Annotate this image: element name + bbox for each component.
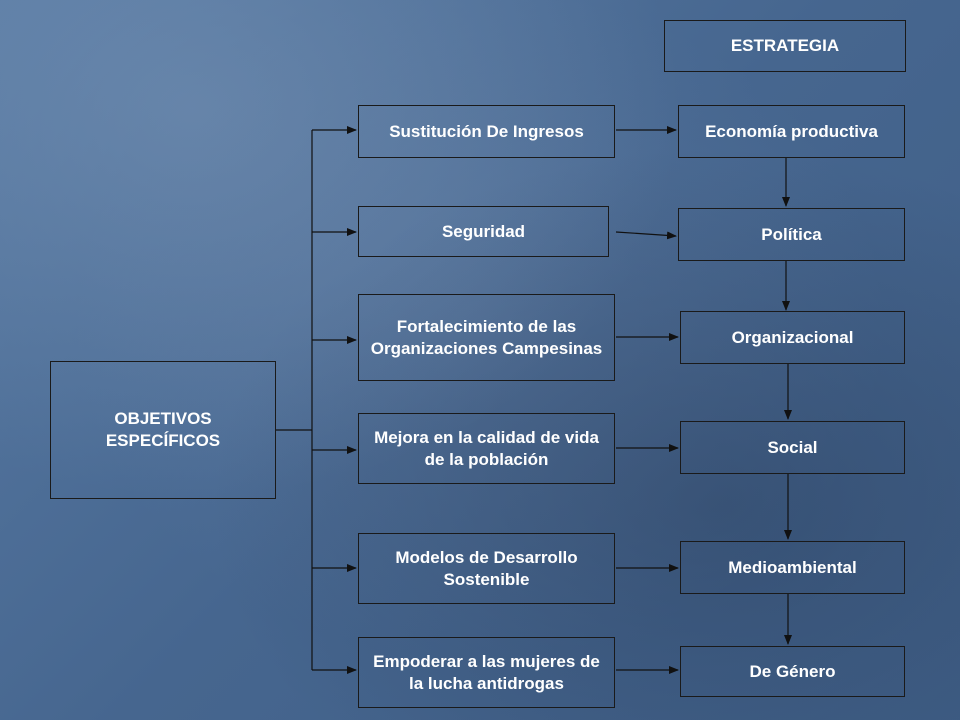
objective-box-5: Modelos de Desarrollo Sostenible [358,533,615,604]
objective-box-6: Empoderar a las mujeres de la lucha anti… [358,637,615,708]
objective-box-3: Fortalecimiento de las Organizaciones Ca… [358,294,615,381]
root-objectives-box: OBJETIVOS ESPECÍFICOS [50,361,276,499]
objective-box-4: Mejora en la calidad de vida de la pobla… [358,413,615,484]
objective-box-1: Sustitución De Ingresos [358,105,615,158]
strategy-box-social: Social [680,421,905,474]
strategy-header-box: ESTRATEGIA [664,20,906,72]
strategy-box-economia: Economía productiva [678,105,905,158]
strategy-box-medioambiental: Medioambiental [680,541,905,594]
strategy-box-organizacional: Organizacional [680,311,905,364]
link-arrow-2 [615,231,677,240]
strategy-box-genero: De Género [680,646,905,697]
strategy-box-politica: Política [678,208,905,261]
objective-box-2: Seguridad [358,206,609,257]
